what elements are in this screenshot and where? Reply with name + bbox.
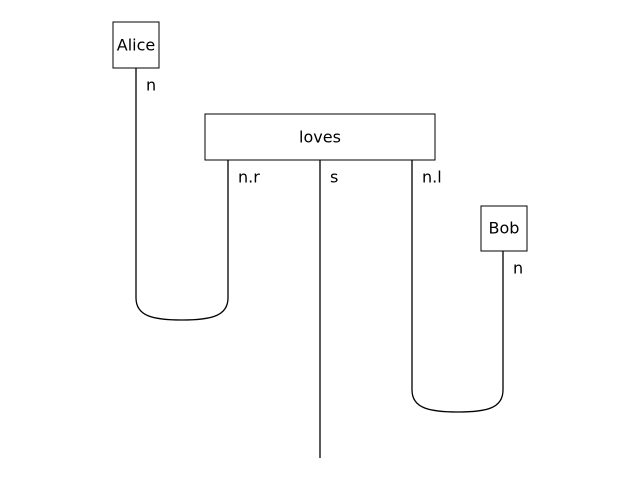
alice-box-label: Alice [117,36,155,55]
bob-box: Bob [480,205,528,252]
loves-middle-type-label: s [330,168,338,187]
loves-box: loves [204,113,436,161]
cup-wire-loves-to-bob [411,160,504,413]
bob-output-type-label: n [513,259,523,278]
type-labels: n n.r s n.l n [146,76,523,278]
loves-right-type-label: n.l [422,168,442,187]
wires [135,68,504,458]
alice-output-type-label: n [146,76,156,95]
loves-box-label: loves [299,128,341,147]
alice-box: Alice [112,21,160,69]
loves-left-type-label: n.r [238,168,260,187]
cup-wire-alice-to-loves [135,68,229,321]
bob-box-label: Bob [489,219,520,238]
